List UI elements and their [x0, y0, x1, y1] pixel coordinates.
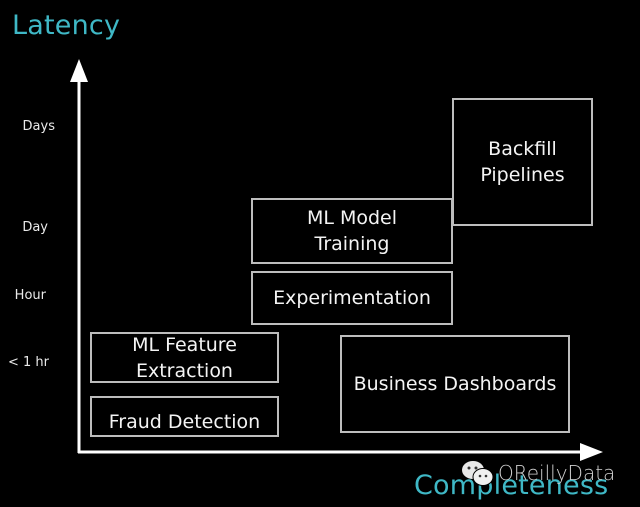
- box-label-line: Training: [314, 233, 390, 255]
- x-axis-title: Completeness: [414, 470, 609, 501]
- y-tick-day: Day: [22, 220, 48, 235]
- box-ml-feature-extraction: ML Feature Extraction: [90, 332, 279, 383]
- box-label-line: ML Model: [306, 207, 398, 229]
- y-tick-days: Days: [22, 119, 55, 134]
- box-fraud-detection: Fraud Detection: [90, 396, 279, 437]
- y-axis-arrowhead: [70, 59, 88, 82]
- box-backfill-pipelines: Backfill Pipelines: [452, 98, 593, 226]
- y-tick-under-1hr: < 1 hr: [7, 355, 49, 370]
- wechat-icon: [462, 461, 494, 486]
- box-label-line: Pipelines: [480, 164, 565, 186]
- box-label-line: Business Dashboards: [353, 373, 557, 395]
- watermark: OReillyData: [460, 458, 615, 488]
- box-label-line: Backfill: [488, 138, 557, 160]
- x-axis-arrowhead: [580, 443, 603, 461]
- box-business-dashboards: Business Dashboards: [340, 335, 570, 433]
- box-label-line: ML Feature: [132, 333, 237, 356]
- box-label-line: Fraud Detection: [108, 410, 261, 433]
- box-ml-model-training: ML Model Training: [251, 198, 453, 264]
- box-label-line: Extraction: [135, 359, 233, 382]
- y-axis-title: Latency: [12, 10, 121, 41]
- watermark-text: OReillyData: [498, 461, 616, 485]
- box-label-line: Experimentation: [273, 287, 431, 309]
- box-experimentation: Experimentation: [251, 271, 453, 325]
- y-tick-hour: Hour: [14, 288, 46, 303]
